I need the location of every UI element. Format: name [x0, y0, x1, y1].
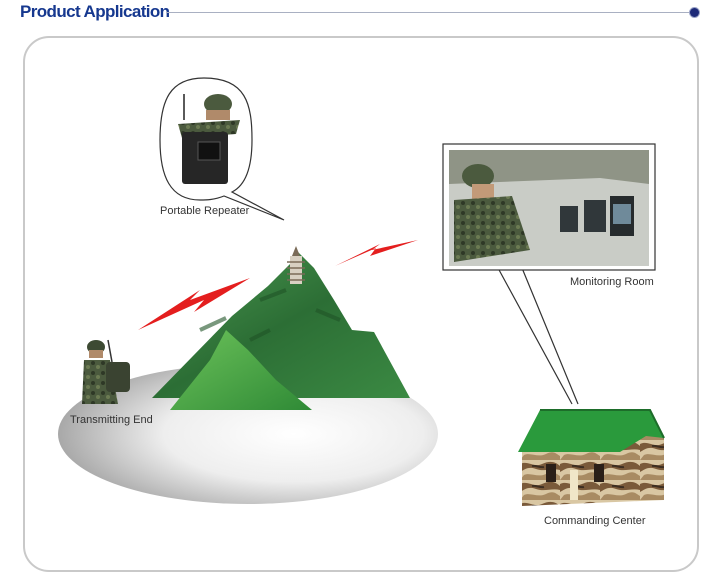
signal-bolt-icon [138, 278, 250, 330]
soldier-icon [82, 339, 130, 404]
repeater-bubble [159, 77, 285, 221]
ground-plane [58, 364, 438, 504]
label-portable-repeater: Portable Repeater [160, 205, 250, 217]
header-dot [690, 8, 699, 17]
monitor-icon [560, 196, 634, 236]
page-title: Product Application [20, 2, 170, 21]
monitoring-callout [442, 143, 656, 405]
label-commanding-center: Commanding Center [544, 515, 646, 527]
house-icon [518, 409, 665, 506]
signal-bolt-icon [335, 240, 418, 266]
mountain-icon [152, 252, 410, 410]
pagoda-icon [287, 246, 305, 284]
header-rule [166, 12, 690, 13]
label-monitoring-room: Monitoring Room [570, 276, 654, 288]
label-transmitting-end: Transmitting End [70, 414, 153, 426]
section-header: Product Application [0, 0, 724, 28]
radio-repeater-icon [178, 94, 240, 184]
soldier-icon [454, 164, 530, 262]
